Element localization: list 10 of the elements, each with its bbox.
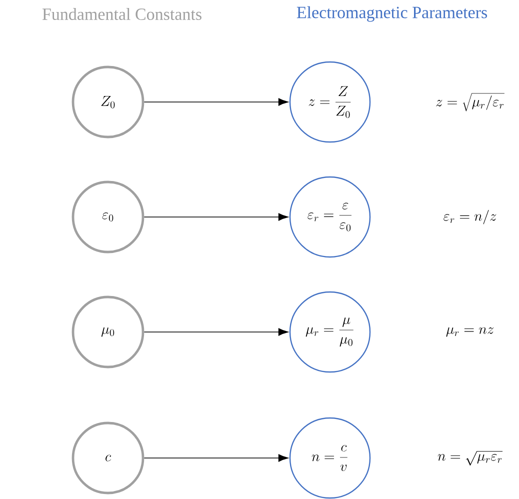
arrow [144, 454, 288, 462]
arrow [144, 98, 288, 106]
relation-formula: $n=\sqrt{\mu_r\varepsilon_r}$ [438, 451, 503, 466]
column-heading: Fundamental Constants [42, 8, 202, 20]
arrow [144, 328, 288, 336]
arrow [144, 213, 288, 221]
relation-formula: $z=\sqrt{\mu_r/\varepsilon_r}$ [436, 93, 504, 112]
relation-formula: $\varepsilon_r=n/z$ [444, 210, 496, 224]
relation-formula: $\mu_r=nz$ [446, 327, 494, 337]
column-heading: Electromagnetic Parameters [296, 6, 488, 22]
